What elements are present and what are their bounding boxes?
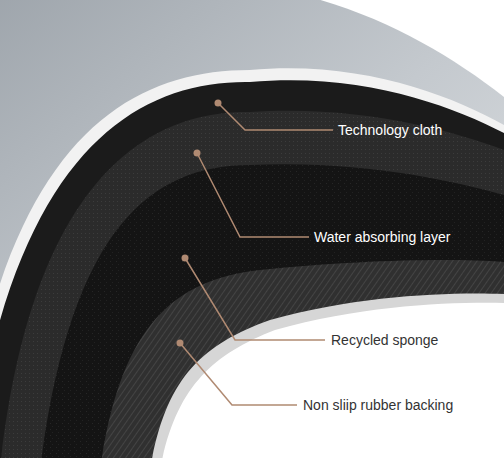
leader-line: [197, 153, 309, 237]
leader-dot: [182, 255, 189, 262]
technology-cloth-layer: [0, 80, 504, 458]
leader-dots: [177, 100, 222, 347]
rubber-backing-layer: [100, 260, 504, 458]
leader-line: [180, 343, 297, 405]
leader-line: [218, 103, 333, 130]
edge-highlight: [0, 68, 504, 458]
layer-label: Recycled sponge: [331, 331, 438, 349]
leader-line: [185, 258, 325, 340]
leader-lines: [180, 103, 333, 405]
layer-label: Non sliip rubber backing: [303, 396, 453, 414]
underside-edge: [150, 293, 504, 458]
recycled-sponge-layer: [40, 164, 504, 458]
water-absorbing-layer: [0, 111, 504, 458]
leader-dot: [215, 100, 222, 107]
leader-dot: [194, 150, 201, 157]
layer-label: Technology cloth: [338, 121, 442, 139]
background-under-mat: [160, 303, 504, 458]
leader-dot: [177, 340, 184, 347]
layer-label: Water absorbing layer: [314, 228, 450, 246]
